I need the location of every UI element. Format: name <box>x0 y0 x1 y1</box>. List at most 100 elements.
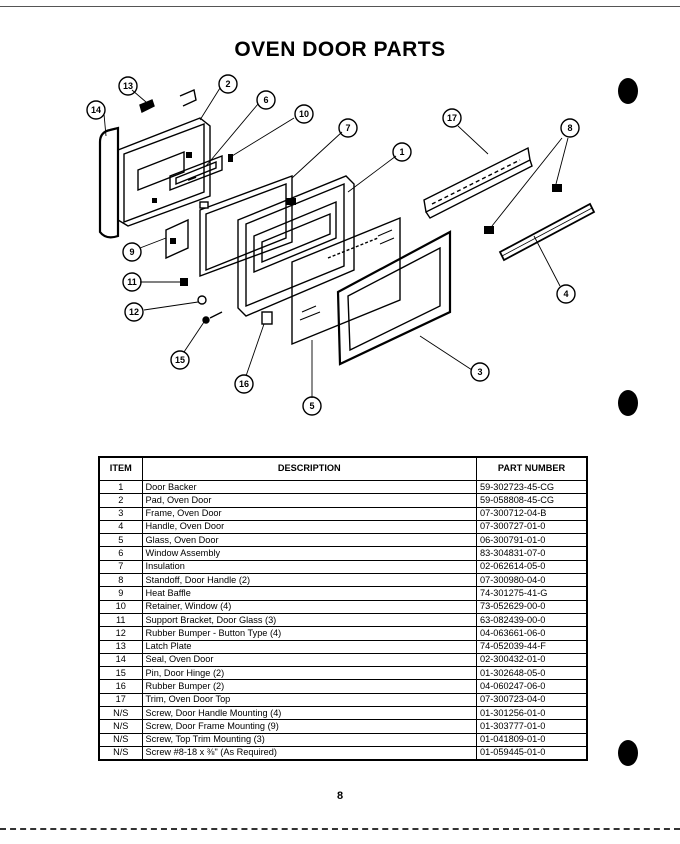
row-item: 2 <box>98 493 143 508</box>
row-part-number: 73-052629-00-0 <box>475 599 588 614</box>
row-description: Door Backer <box>141 479 477 495</box>
row-item: 16 <box>98 679 143 694</box>
row-description: Pin, Door Hinge (2) <box>141 666 477 681</box>
row-item: 3 <box>98 506 143 521</box>
row-description: Screw #8-18 x ⅜" (As Required) <box>141 745 477 761</box>
row-item: 17 <box>98 692 143 708</box>
row-description: Window Assembly <box>141 546 477 561</box>
part-heat-baffle-drawing <box>165 218 189 260</box>
row-item: 6 <box>98 546 143 561</box>
row-item: N/S <box>98 706 143 721</box>
row-part-number: 59-302723-45-CG <box>475 479 588 495</box>
part-small-hardware-drawing <box>180 278 273 325</box>
row-part-number: 07-300727-01-0 <box>475 519 588 535</box>
row-part-number: 01-303777-01-0 <box>475 719 588 734</box>
callout-10: 10 <box>299 109 309 119</box>
page-title: OVEN DOOR PARTS <box>234 38 446 61</box>
row-item: 12 <box>98 626 143 641</box>
callout-5: 5 <box>309 401 314 411</box>
row-part-number: 01-041809-01-0 <box>475 732 588 747</box>
part-retainer-drawing <box>228 154 233 162</box>
row-description: Screw, Top Trim Mounting (3) <box>141 732 477 747</box>
row-part-number: 02-300432-01-0 <box>475 652 588 668</box>
row-part-number: 04-063661-06-0 <box>475 626 588 641</box>
part-clip-drawing <box>179 89 197 107</box>
row-item: 15 <box>98 666 143 681</box>
row-description: Seal, Oven Door <box>141 652 477 668</box>
header-part-number: PART NUMBER <box>475 456 588 481</box>
part-pad-drawing <box>117 117 211 227</box>
part-window-assembly-drawing <box>169 154 223 192</box>
callout-8: 8 <box>567 123 572 133</box>
callout-3: 3 <box>477 367 482 377</box>
callout-2: 2 <box>225 79 230 89</box>
row-description: Rubber Bumper - Button Type (4) <box>141 626 477 641</box>
row-part-number: 04-060247-06-0 <box>475 679 588 694</box>
row-part-number: 59-058808-45-CG <box>475 493 588 508</box>
parts-table-header: ITEM DESCRIPTION PART NUMBER <box>98 456 588 481</box>
callout-17: 17 <box>447 113 457 123</box>
callout-14: 14 <box>91 105 101 115</box>
callout-markers <box>86 74 580 416</box>
callout-15: 15 <box>175 355 185 365</box>
row-part-number: 06-300791-01-0 <box>475 533 588 548</box>
binder-hole-top <box>618 78 638 104</box>
binder-hole-bottom <box>618 740 638 766</box>
row-part-number: 07-300980-04-0 <box>475 573 588 588</box>
part-trim-drawing <box>423 146 533 219</box>
row-description: Screw, Door Frame Mounting (9) <box>141 719 477 734</box>
row-description: Pad, Oven Door <box>141 493 477 508</box>
header-item: ITEM <box>98 456 143 481</box>
page-top-edge <box>0 6 680 7</box>
row-item: 10 <box>98 599 143 614</box>
row-part-number: 01-301256-01-0 <box>475 706 588 721</box>
part-seal-drawing <box>98 126 120 239</box>
callout-leaders <box>103 87 569 398</box>
row-part-number: 01-302648-05-0 <box>475 666 588 681</box>
row-item: N/S <box>98 745 143 761</box>
callout-9: 9 <box>129 247 134 257</box>
row-item: 14 <box>98 652 143 668</box>
row-part-number: 07-300712-04-B <box>475 506 588 521</box>
row-item: 7 <box>98 559 143 575</box>
row-item: 9 <box>98 586 143 601</box>
row-part-number: 07-300723-04-0 <box>475 692 588 708</box>
row-description: Support Bracket, Door Glass (3) <box>141 612 477 628</box>
row-item: N/S <box>98 719 143 734</box>
callout-11: 11 <box>127 277 137 287</box>
row-description: Trim, Oven Door Top <box>141 692 477 708</box>
row-description: Standoff, Door Handle (2) <box>141 573 477 588</box>
row-description: Heat Baffle <box>141 586 477 601</box>
callout-1: 1 <box>399 147 404 157</box>
row-item: 5 <box>98 533 143 548</box>
row-description: Insulation <box>141 559 477 575</box>
part-insulation-drawing <box>199 174 293 278</box>
page-number: 8 <box>336 790 344 802</box>
callout-4: 4 <box>563 289 568 299</box>
part-standoff-drawing <box>484 184 562 234</box>
row-description: Frame, Oven Door <box>141 506 477 521</box>
exploded-parts-diagram: 13 2 14 6 10 7 1 17 8 9 11 12 15 16 5 3 … <box>86 74 596 416</box>
row-description: Handle, Oven Door <box>141 519 477 535</box>
row-part-number: 01-059445-01-0 <box>475 745 588 761</box>
row-item: 13 <box>98 639 143 654</box>
row-item: 4 <box>98 519 143 535</box>
row-part-number: 83-304831-07-0 <box>475 546 588 561</box>
